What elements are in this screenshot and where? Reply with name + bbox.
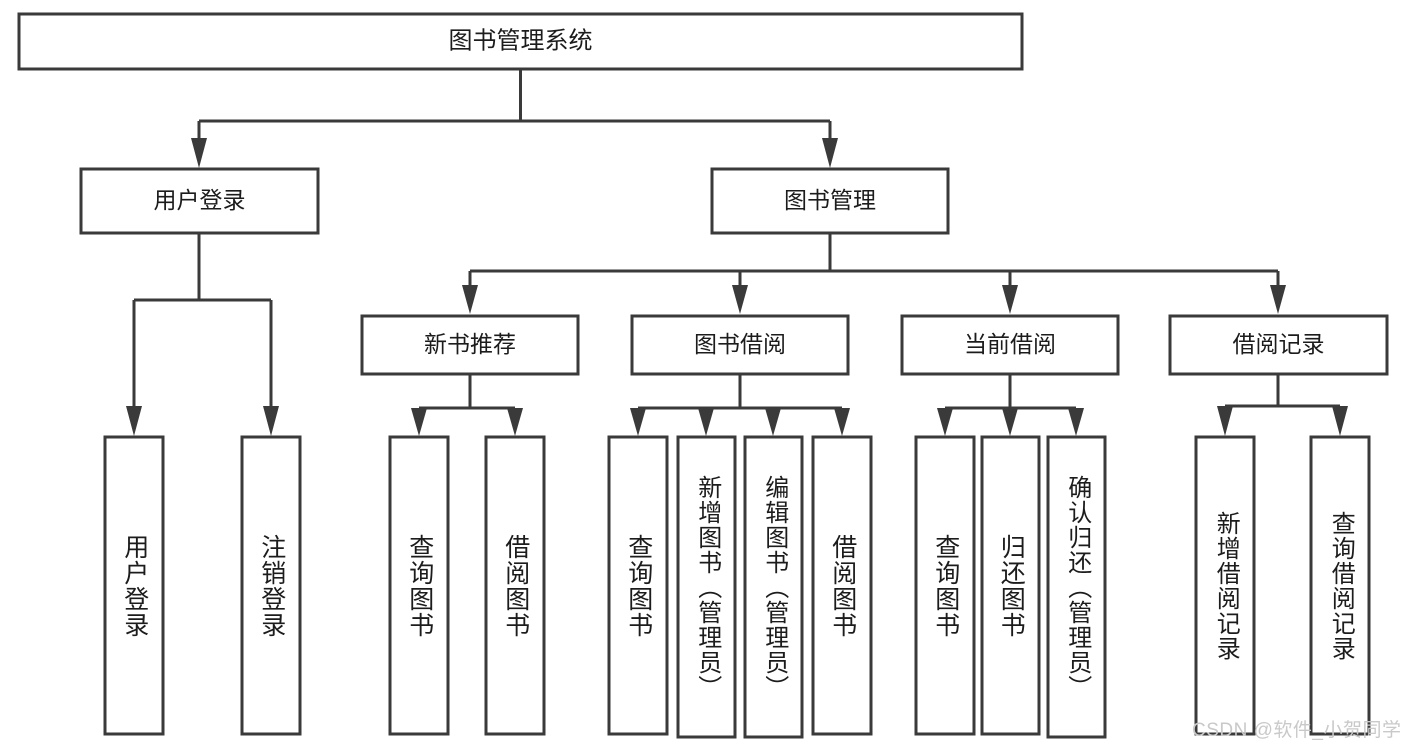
arrow-to-leaf [1002, 408, 1018, 436]
connector-root-to-level2 [191, 69, 838, 168]
node-root-box[interactable] [17, 12, 1024, 71]
connector-borrowrecord-to-leaves [1217, 374, 1348, 436]
node-leaf-box[interactable] [1194, 435, 1256, 736]
node-user-login-label: 用户登录 [154, 187, 246, 213]
node-book-management-label: 图书管理 [784, 187, 876, 213]
arrow-to-leaf [765, 408, 781, 436]
connector-bookmgmt-to-level3 [462, 233, 1286, 314]
node-leaf-box[interactable] [607, 435, 669, 736]
node-leaf-box[interactable] [743, 435, 804, 739]
node-leaf-box[interactable] [484, 435, 546, 736]
node-leaf-box[interactable] [811, 435, 873, 736]
node-leaf-box[interactable] [388, 435, 450, 736]
arrow-to-leaf [263, 406, 279, 436]
node-borrow-record-label: 借阅记录 [1233, 331, 1325, 357]
arrow-to-current-borrow [1002, 285, 1018, 314]
arrow-to-borrow-record [1270, 285, 1286, 314]
arrow-to-book-borrow [732, 285, 748, 314]
arrow-to-user-login [191, 138, 207, 168]
node-leaf-box[interactable] [103, 435, 165, 736]
node-leaf-box[interactable] [240, 435, 302, 736]
arrow-to-leaf [937, 408, 953, 436]
arrow-to-leaf [834, 408, 850, 436]
csdn-watermark: CSDN @软件_小贺同学 [1192, 720, 1402, 741]
connector-newbook-to-leaves [411, 374, 523, 436]
node-user-login-box[interactable] [79, 167, 320, 235]
arrow-to-new-book [462, 285, 478, 314]
node-borrow-record-box[interactable] [1168, 314, 1389, 376]
node-leaf-box[interactable] [1046, 435, 1107, 739]
node-leaf-box[interactable] [1309, 435, 1371, 736]
node-current-borrow-box[interactable] [900, 314, 1120, 376]
node-book-borrow-label: 图书借阅 [694, 331, 786, 357]
node-book-borrow-box[interactable] [630, 314, 850, 376]
arrow-to-leaf [630, 408, 646, 436]
node-current-borrow-label: 当前借阅 [964, 331, 1056, 357]
node-new-book-recommend-box[interactable] [360, 314, 580, 376]
node-leaf-box[interactable] [980, 435, 1041, 736]
connector-bookborrow-to-leaves [630, 374, 850, 436]
node-new-book-recommend-label: 新书推荐 [424, 331, 516, 357]
connector-userlogin-to-leaves [126, 233, 279, 436]
arrow-to-leaf [1332, 406, 1348, 436]
arrow-to-leaf [507, 408, 523, 436]
arrow-to-leaf [1068, 408, 1084, 436]
arrow-to-book-mgmt [822, 138, 838, 168]
connector-currentborrow-to-leaves [937, 374, 1084, 436]
node-leaf-box[interactable] [676, 435, 737, 739]
node-leaf-box[interactable] [914, 435, 976, 736]
arrow-to-leaf [126, 406, 142, 436]
arrow-to-leaf [698, 408, 714, 436]
node-root-label: 图书管理系统 [449, 27, 593, 54]
arrow-to-leaf [1217, 406, 1233, 436]
arrow-to-leaf [411, 408, 427, 436]
node-book-management-box[interactable] [710, 167, 950, 235]
